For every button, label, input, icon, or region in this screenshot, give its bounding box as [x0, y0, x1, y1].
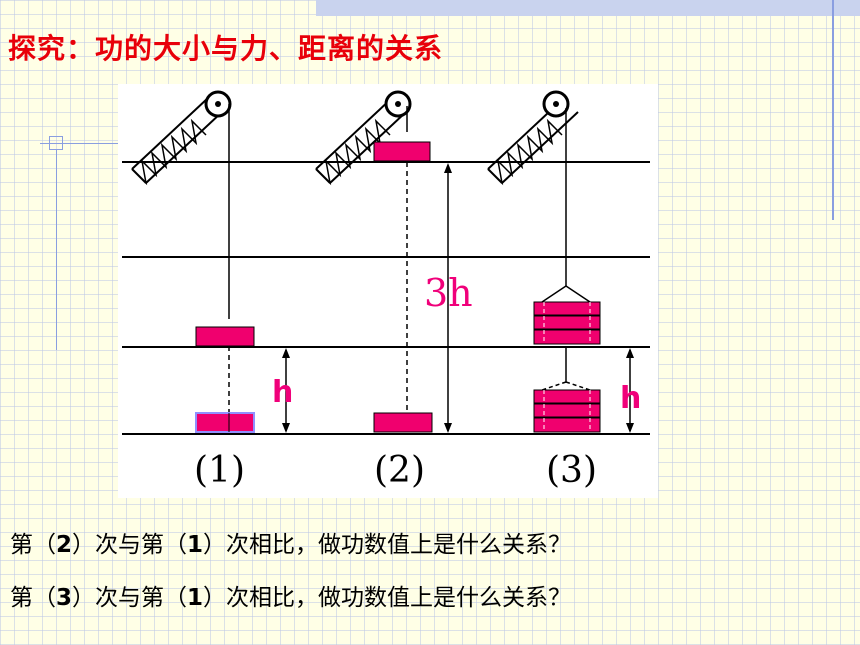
- question-2-num2: 1: [187, 585, 204, 611]
- question-2: 第（3）次与第（1）次相比，做功数值上是什么关系？: [10, 578, 571, 612]
- block-stack-3-ground: [533, 381, 601, 433]
- work-diagram: h (1) 3h (2): [118, 84, 658, 498]
- diagram-svg: h (1) 3h (2): [122, 90, 650, 491]
- question-1-middle: ）次与第（: [72, 532, 188, 558]
- question-1: 第（2）次与第（1）次相比，做功数值上是什么关系？: [10, 525, 571, 559]
- block-2-ground: [373, 412, 433, 433]
- question-2-middle: ）次与第（: [72, 585, 188, 611]
- cross-decor-box: [49, 136, 63, 150]
- h-label-right: h: [620, 381, 641, 416]
- h-label-left: h: [272, 375, 293, 410]
- slide-title: 探究：功的大小与力、距离的关系: [8, 32, 444, 65]
- three-h-label: 3h: [424, 271, 473, 315]
- block-1-ground: [195, 412, 255, 433]
- question-2-num: 3: [56, 585, 73, 611]
- crane-1: [131, 90, 232, 412]
- left-decor-line: [56, 150, 57, 350]
- question-1-num2: 1: [187, 532, 204, 558]
- question-2-suffix: ）次相比，做功数值上是什么关系？: [203, 585, 572, 611]
- crane-2: [315, 90, 412, 412]
- case-label-2: (2): [374, 450, 425, 491]
- question-1-prefix: 第（: [10, 532, 56, 558]
- case-label-3: (3): [546, 450, 597, 491]
- question-1-num: 2: [56, 532, 73, 558]
- h-arrow-left: [282, 348, 290, 433]
- three-h-arrow: [444, 163, 452, 433]
- case-label-1: (1): [194, 450, 245, 491]
- cross-decor-line: [40, 143, 120, 144]
- question-2-prefix: 第（: [10, 585, 56, 611]
- h-arrow-right: [626, 348, 634, 433]
- block-1-raised: [195, 326, 255, 347]
- top-decor-band: [316, 0, 860, 16]
- block-2-raised: [373, 141, 431, 162]
- block-stack-3-raised: [533, 285, 601, 345]
- crane-3: [487, 90, 579, 382]
- question-1-suffix: ）次相比，做功数值上是什么关系？: [203, 532, 572, 558]
- right-decor-line: [832, 0, 834, 220]
